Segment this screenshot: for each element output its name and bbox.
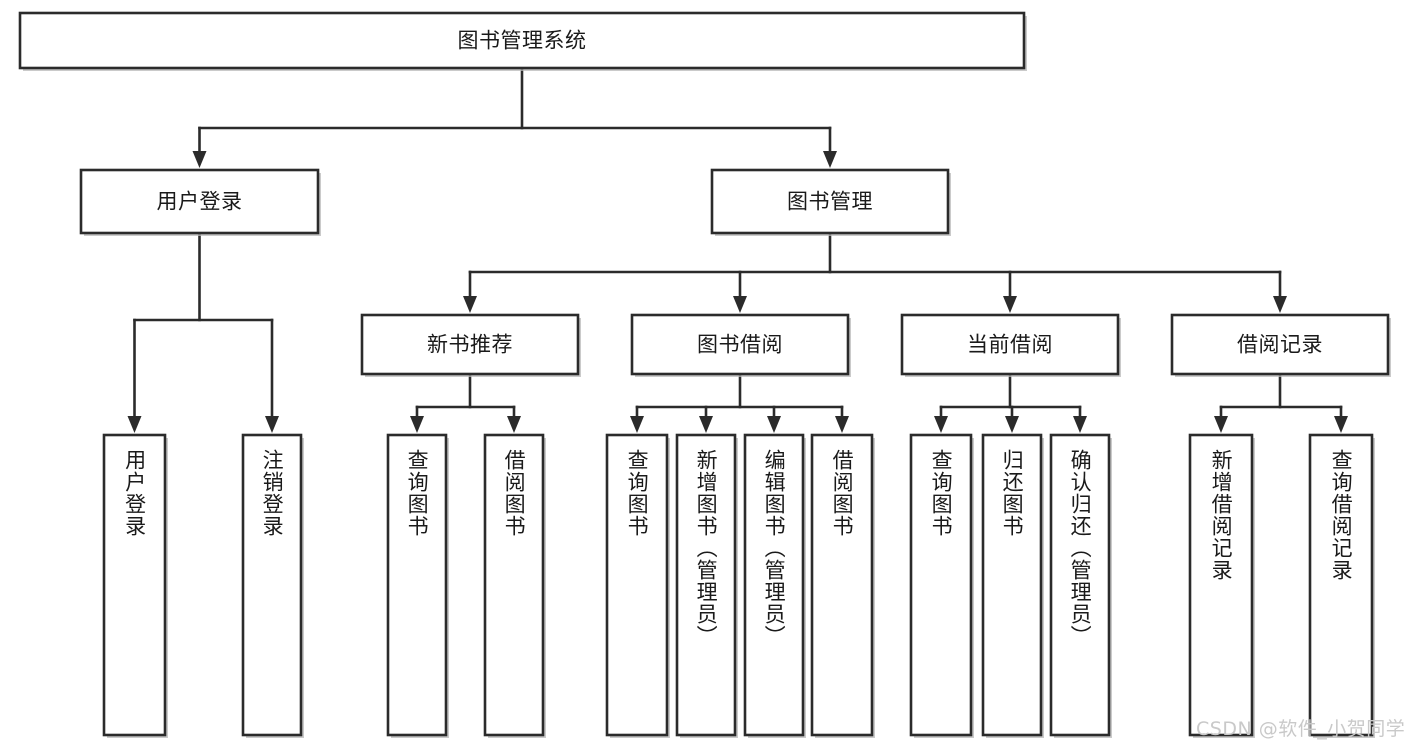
node-level3-label-0: 新书推荐 <box>427 333 513 357</box>
arrow-用户登录-0 <box>127 416 142 433</box>
connectors-layer <box>127 66 1348 433</box>
csdn-watermark: CSDN @软件_小贺同学 <box>1196 718 1405 740</box>
node-root[interactable] <box>18 11 1026 70</box>
node-leaf-4[interactable] <box>605 433 669 737</box>
arrow-图书借阅-3 <box>835 416 849 433</box>
node-level3-label-3: 借阅记录 <box>1237 333 1323 357</box>
node-level2-label-1: 图书管理 <box>787 190 873 214</box>
arrow-图书管理-3 <box>1273 296 1287 313</box>
node-level3-3[interactable] <box>1170 313 1390 376</box>
node-level3-1[interactable] <box>630 313 850 376</box>
arrow-当前借阅-2 <box>1073 416 1087 433</box>
node-root-label: 图书管理系统 <box>458 29 587 53</box>
arrow-图书管理-1 <box>733 296 747 313</box>
node-leaf-1[interactable] <box>241 433 303 737</box>
arrow-当前借阅-1 <box>1005 416 1019 433</box>
arrow-借阅记录-1 <box>1334 416 1348 433</box>
node-leaf-11[interactable] <box>1188 433 1254 737</box>
arrow-图书借阅-2 <box>767 416 781 433</box>
arrow-图书管理系统-1 <box>823 151 837 168</box>
node-leaf-9[interactable] <box>981 433 1043 737</box>
node-level2-0[interactable] <box>79 168 320 235</box>
node-level3-2[interactable] <box>900 313 1120 376</box>
node-leaf-7[interactable] <box>810 433 874 737</box>
boxes-layer <box>18 11 1391 738</box>
node-leaf-3[interactable] <box>483 433 545 737</box>
arrow-新书推荐-1 <box>507 416 521 433</box>
node-level3-0[interactable] <box>360 313 580 376</box>
node-level2-1[interactable] <box>710 168 950 235</box>
arrow-新书推荐-0 <box>410 416 424 433</box>
node-leaf-8[interactable] <box>909 433 973 737</box>
node-level2-label-0: 用户登录 <box>157 190 243 214</box>
arrow-图书借阅-0 <box>630 416 644 433</box>
arrow-图书借阅-1 <box>699 416 713 433</box>
arrow-用户登录-1 <box>265 416 279 433</box>
arrow-图书管理-0 <box>463 296 477 313</box>
arrow-借阅记录-0 <box>1214 416 1228 433</box>
arrow-图书管理系统-0 <box>192 151 207 168</box>
node-level3-label-1: 图书借阅 <box>697 333 783 357</box>
node-level3-label-2: 当前借阅 <box>967 333 1053 357</box>
node-leaf-6[interactable] <box>743 433 805 737</box>
arrow-图书管理-2 <box>1003 296 1017 313</box>
node-leaf-5[interactable] <box>675 433 737 737</box>
node-leaf-0[interactable] <box>102 433 167 737</box>
node-leaf-10[interactable] <box>1049 433 1111 737</box>
node-leaf-2[interactable] <box>386 433 448 737</box>
node-leaf-12[interactable] <box>1308 433 1374 737</box>
arrow-当前借阅-0 <box>934 416 948 433</box>
